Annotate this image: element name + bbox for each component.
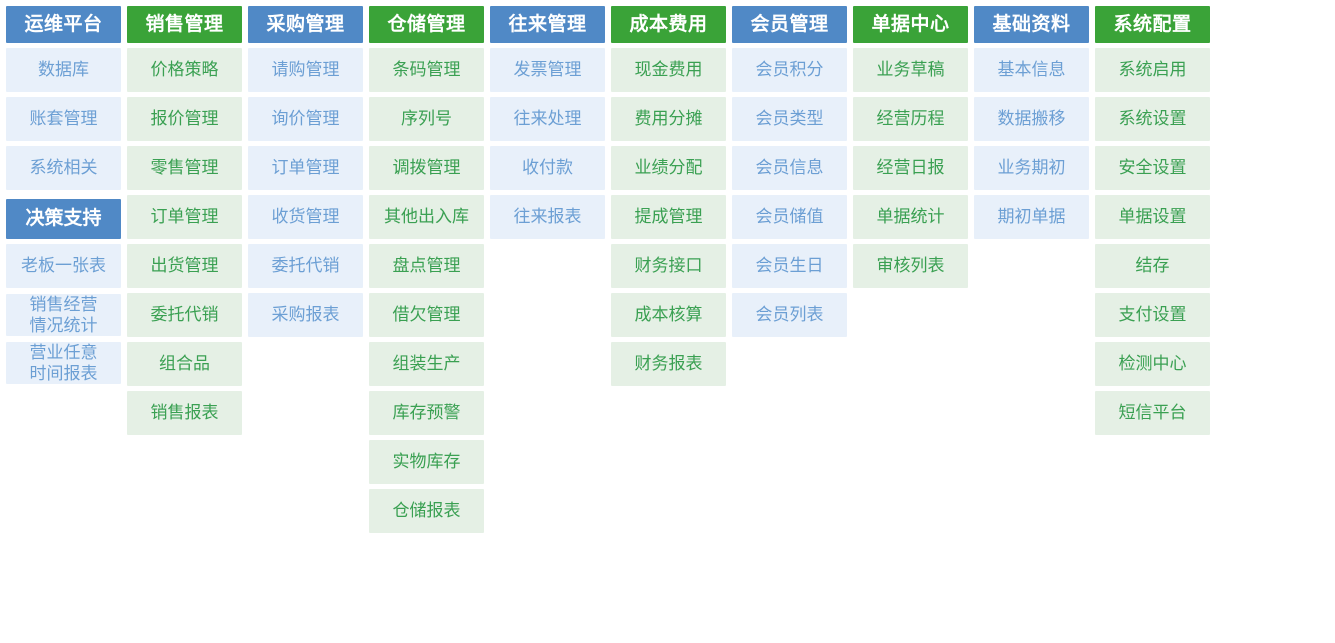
menu-item[interactable]: 仓储报表 [369, 489, 484, 533]
menu-item[interactable]: 提成管理 [611, 195, 726, 239]
menu-item[interactable]: 库存预警 [369, 391, 484, 435]
menu-item[interactable]: 销售经营情况统计 [6, 294, 121, 336]
menu-item[interactable]: 其他出入库 [369, 195, 484, 239]
menu-item[interactable]: 财务接口 [611, 244, 726, 288]
menu-item[interactable]: 往来报表 [490, 195, 605, 239]
menu-item[interactable]: 系统相关 [6, 146, 121, 190]
menu-item[interactable]: 系统设置 [1095, 97, 1210, 141]
menu-item[interactable]: 业务草稿 [853, 48, 968, 92]
column-system-config: 系统配置系统启用系统设置安全设置单据设置结存支付设置检测中心短信平台 [1095, 6, 1210, 435]
menu-item[interactable]: 往来处理 [490, 97, 605, 141]
menu-item[interactable]: 出货管理 [127, 244, 242, 288]
menu-item[interactable]: 调拨管理 [369, 146, 484, 190]
menu-item-line1: 销售经营 [29, 295, 98, 314]
menu-item[interactable]: 安全设置 [1095, 146, 1210, 190]
menu-item[interactable]: 会员储值 [732, 195, 847, 239]
column-header-cost-expense[interactable]: 成本费用 [611, 6, 726, 43]
column-ops-platform: 运维平台数据库账套管理系统相关决策支持老板一张表销售经营情况统计营业任意时间报表 [6, 6, 121, 384]
column-member-management: 会员管理会员积分会员类型会员信息会员储值会员生日会员列表 [732, 6, 847, 337]
menu-item[interactable]: 发票管理 [490, 48, 605, 92]
menu-item[interactable]: 数据搬移 [974, 97, 1089, 141]
column-header-basic-data[interactable]: 基础资料 [974, 6, 1089, 43]
menu-item[interactable]: 现金费用 [611, 48, 726, 92]
menu-item[interactable]: 询价管理 [248, 97, 363, 141]
column-header-warehouse-management[interactable]: 仓储管理 [369, 6, 484, 43]
menu-item[interactable]: 序列号 [369, 97, 484, 141]
column-cost-expense: 成本费用现金费用费用分摊业绩分配提成管理财务接口成本核算财务报表 [611, 6, 726, 386]
column-header-sales-management[interactable]: 销售管理 [127, 6, 242, 43]
menu-item-line2: 时间报表 [29, 364, 98, 383]
menu-item[interactable]: 经营日报 [853, 146, 968, 190]
menu-item[interactable]: 条码管理 [369, 48, 484, 92]
menu-item[interactable]: 数据库 [6, 48, 121, 92]
menu-item[interactable]: 价格策略 [127, 48, 242, 92]
menu-item[interactable]: 订单管理 [127, 195, 242, 239]
menu-item[interactable]: 委托代销 [248, 244, 363, 288]
menu-item[interactable]: 采购报表 [248, 293, 363, 337]
column-header-system-config[interactable]: 系统配置 [1095, 6, 1210, 43]
menu-item[interactable]: 单据设置 [1095, 195, 1210, 239]
menu-item[interactable]: 收付款 [490, 146, 605, 190]
menu-item[interactable]: 账套管理 [6, 97, 121, 141]
menu-item[interactable]: 组合品 [127, 342, 242, 386]
menu-item[interactable]: 单据统计 [853, 195, 968, 239]
column-transaction-management: 往来管理发票管理往来处理收付款往来报表 [490, 6, 605, 239]
column-header-purchase-management[interactable]: 采购管理 [248, 6, 363, 43]
menu-item[interactable]: 基本信息 [974, 48, 1089, 92]
menu-item[interactable]: 借欠管理 [369, 293, 484, 337]
menu-item-line1: 营业任意 [29, 343, 98, 362]
menu-item[interactable]: 业务期初 [974, 146, 1089, 190]
menu-item[interactable]: 老板一张表 [6, 244, 121, 288]
menu-item[interactable]: 系统启用 [1095, 48, 1210, 92]
menu-item[interactable]: 会员生日 [732, 244, 847, 288]
menu-item[interactable]: 费用分摊 [611, 97, 726, 141]
menu-item[interactable]: 业绩分配 [611, 146, 726, 190]
menu-item[interactable]: 订单管理 [248, 146, 363, 190]
column-sales-management: 销售管理价格策略报价管理零售管理订单管理出货管理委托代销组合品销售报表 [127, 6, 242, 435]
module-grid: 运维平台数据库账套管理系统相关决策支持老板一张表销售经营情况统计营业任意时间报表… [6, 6, 1210, 533]
menu-item[interactable]: 委托代销 [127, 293, 242, 337]
column-header-ops-platform[interactable]: 运维平台 [6, 6, 121, 43]
menu-item[interactable]: 请购管理 [248, 48, 363, 92]
column-purchase-management: 采购管理请购管理询价管理订单管理收货管理委托代销采购报表 [248, 6, 363, 337]
menu-item[interactable]: 结存 [1095, 244, 1210, 288]
menu-item[interactable]: 零售管理 [127, 146, 242, 190]
menu-item[interactable]: 实物库存 [369, 440, 484, 484]
subsection-header-decision-support[interactable]: 决策支持 [6, 199, 121, 239]
menu-item[interactable]: 财务报表 [611, 342, 726, 386]
menu-item[interactable]: 期初单据 [974, 195, 1089, 239]
column-warehouse-management: 仓储管理条码管理序列号调拨管理其他出入库盘点管理借欠管理组装生产库存预警实物库存… [369, 6, 484, 533]
menu-item[interactable]: 营业任意时间报表 [6, 342, 121, 384]
column-header-transaction-management[interactable]: 往来管理 [490, 6, 605, 43]
menu-item[interactable]: 审核列表 [853, 244, 968, 288]
column-document-center: 单据中心业务草稿经营历程经营日报单据统计审核列表 [853, 6, 968, 288]
menu-item[interactable]: 短信平台 [1095, 391, 1210, 435]
column-header-member-management[interactable]: 会员管理 [732, 6, 847, 43]
menu-item[interactable]: 支付设置 [1095, 293, 1210, 337]
menu-item[interactable]: 会员列表 [732, 293, 847, 337]
menu-item[interactable]: 成本核算 [611, 293, 726, 337]
menu-item[interactable]: 会员信息 [732, 146, 847, 190]
menu-item[interactable]: 收货管理 [248, 195, 363, 239]
menu-item[interactable]: 检测中心 [1095, 342, 1210, 386]
menu-item[interactable]: 会员类型 [732, 97, 847, 141]
menu-item-line2: 情况统计 [29, 316, 98, 335]
column-header-document-center[interactable]: 单据中心 [853, 6, 968, 43]
menu-item[interactable]: 会员积分 [732, 48, 847, 92]
column-basic-data: 基础资料基本信息数据搬移业务期初期初单据 [974, 6, 1089, 239]
menu-item[interactable]: 销售报表 [127, 391, 242, 435]
menu-item[interactable]: 组装生产 [369, 342, 484, 386]
menu-item[interactable]: 经营历程 [853, 97, 968, 141]
menu-item[interactable]: 报价管理 [127, 97, 242, 141]
menu-item[interactable]: 盘点管理 [369, 244, 484, 288]
